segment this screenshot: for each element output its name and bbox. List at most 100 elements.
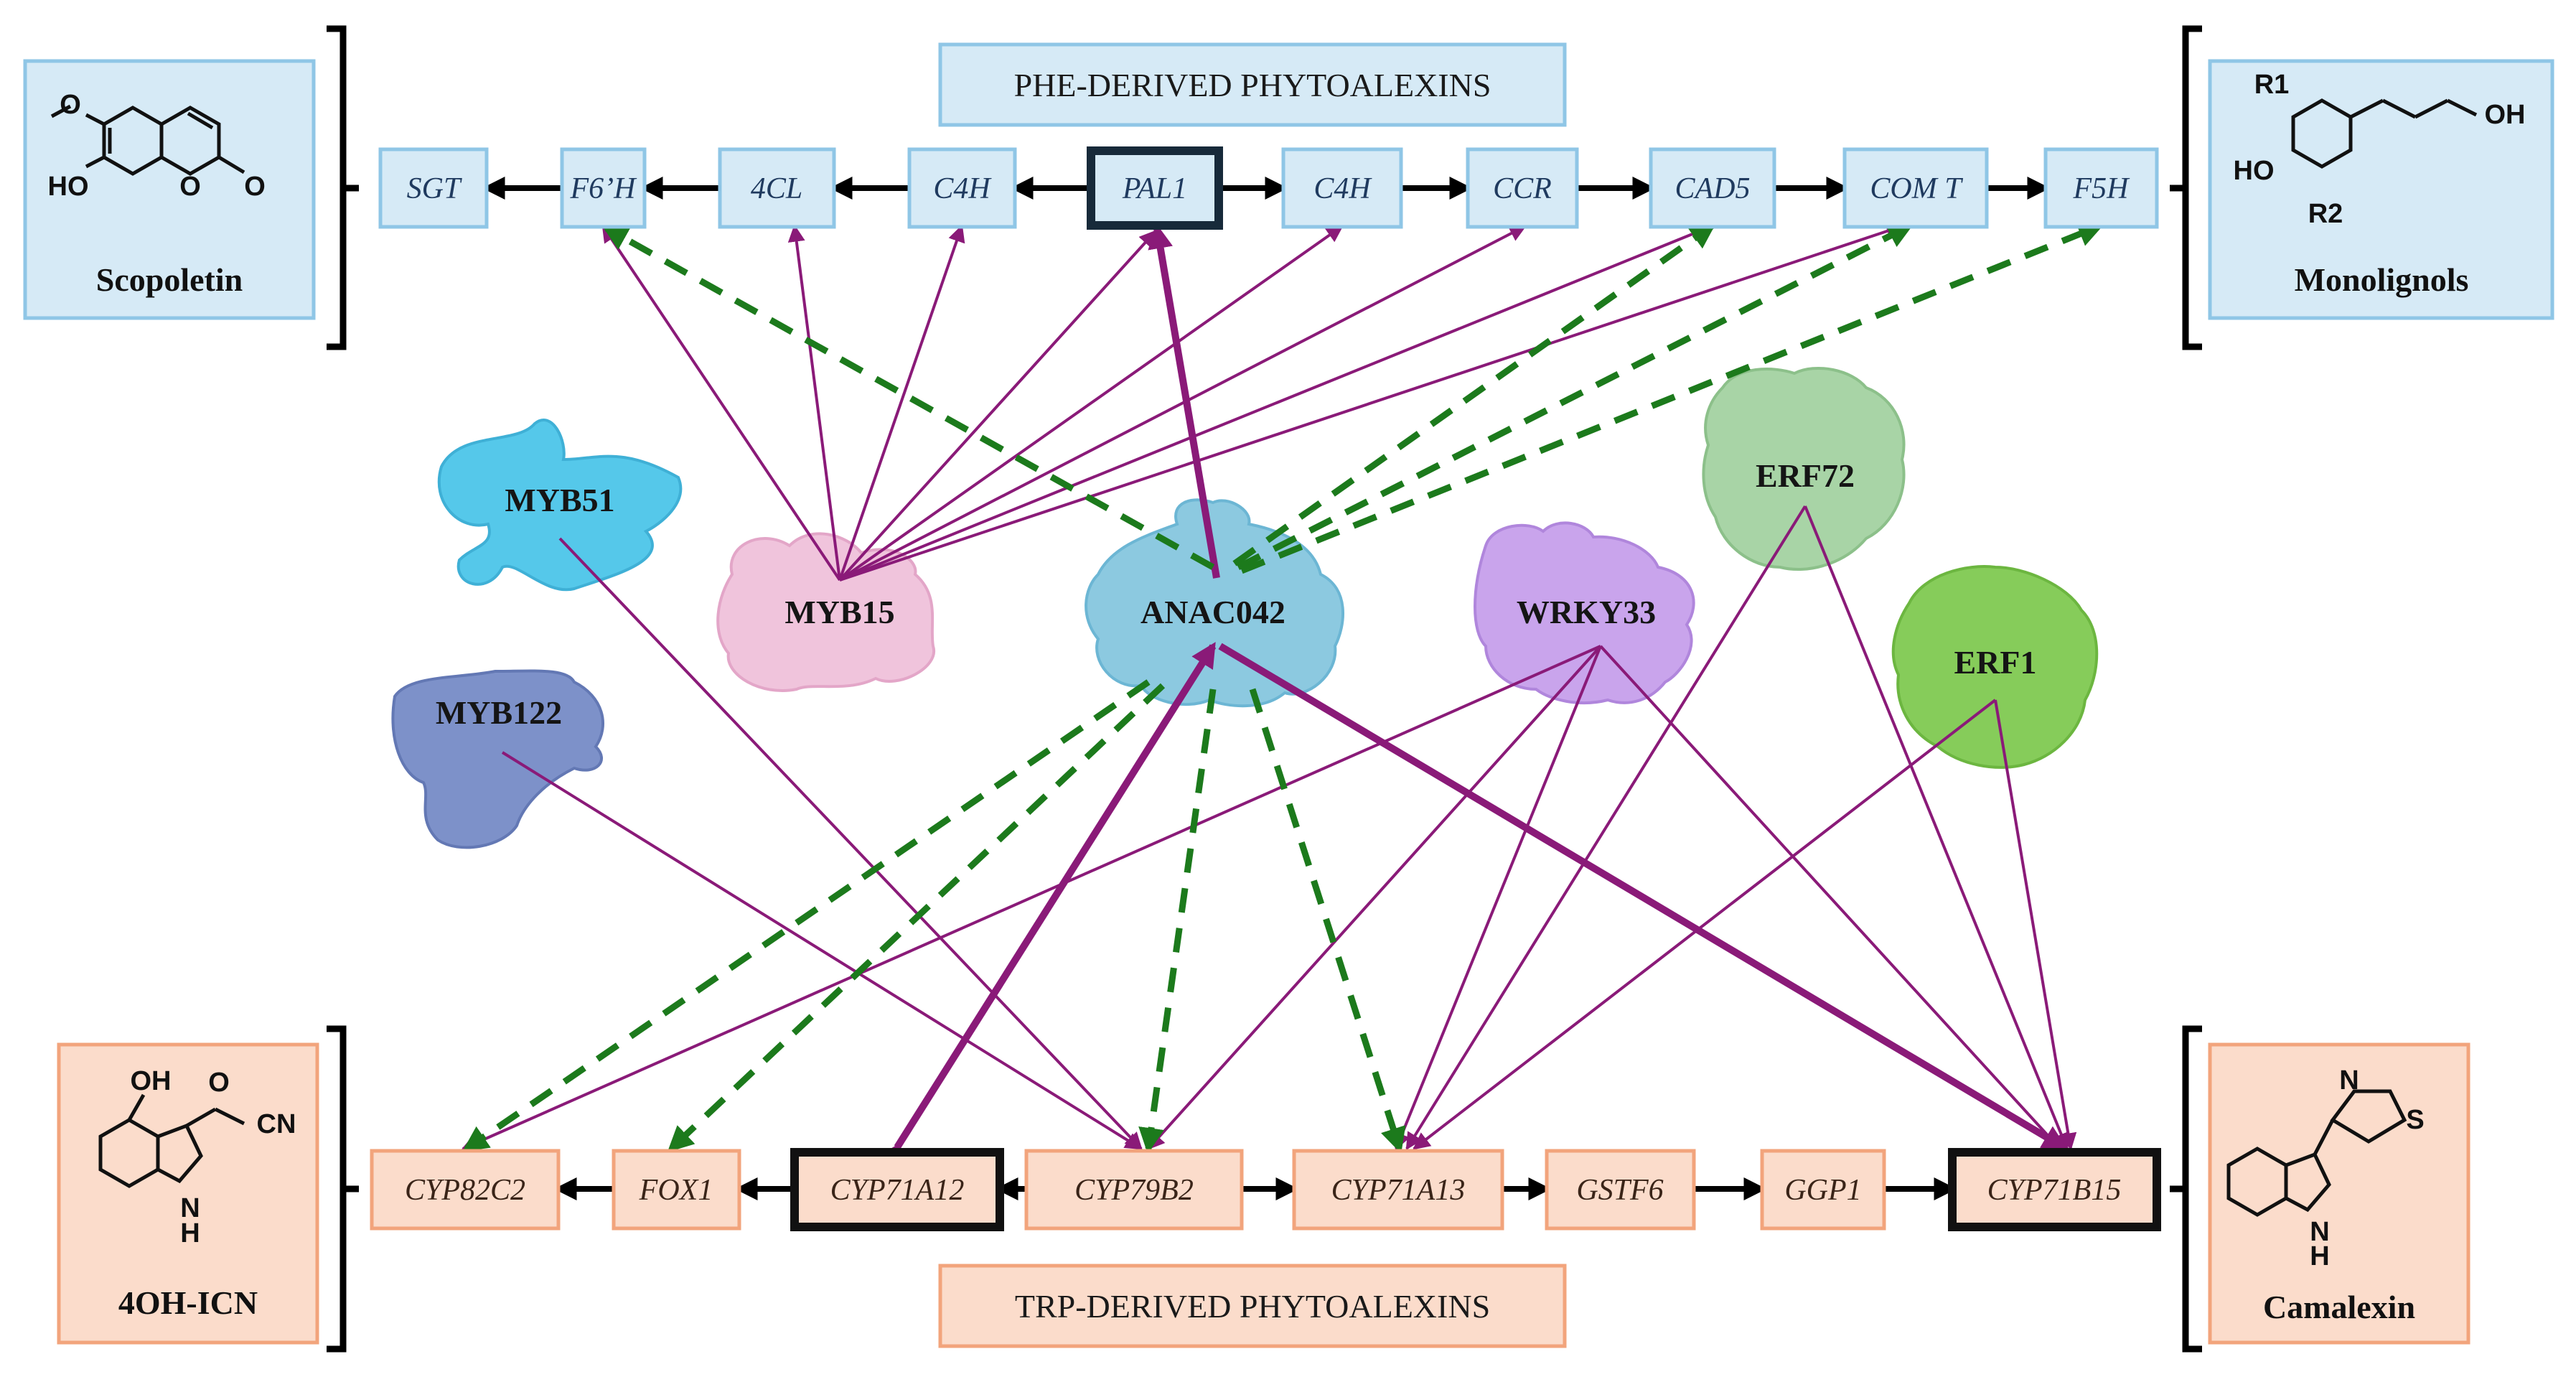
tf-myb51: MYB51: [437, 419, 683, 592]
edge-erf1-cyp71b15: [1994, 699, 2077, 1151]
dashed-anac042-fox1: [667, 683, 1166, 1152]
trp-gene-cyp71a12: CYP71A12: [790, 1148, 1004, 1231]
trp-gene-label-cyp71b15: CYP71B15: [1987, 1174, 2122, 1207]
bracket-scopoletin: [327, 25, 359, 350]
hydroxy-icn-label: 4OH-ICN: [118, 1284, 258, 1321]
camalexin-atom-s: S: [2406, 1105, 2424, 1135]
scopoletin-compound: O HO O O Scopoletin: [23, 59, 316, 320]
phe-gene-label-c4h-left: C4H: [933, 172, 992, 205]
edge-myb15-pal1: [838, 230, 1157, 582]
thick-activation-edges: [876, 223, 2069, 1172]
tf-label-erf1: ERF1: [1954, 644, 2037, 681]
tf-label-myb51: MYB51: [505, 482, 614, 518]
trp-gene-gstf6: GSTF6: [1545, 1149, 1696, 1231]
trp-gene-fox1: FOX1: [612, 1149, 741, 1231]
bracket-monolignols: [2170, 25, 2202, 350]
tf-erf1: ERF1: [1891, 565, 2099, 769]
dashed-anac042-cyp71a13: [1249, 688, 1406, 1154]
phe-gene-comt: COM T: [1842, 147, 1989, 229]
bracket-camalexin: [2170, 1025, 2202, 1353]
edge-erf72-cyp71a13: [1405, 505, 1807, 1151]
phe-title-box: PHE-DERIVED PHYTOALEXINS: [938, 42, 1567, 127]
phe-gene-c4h-right: C4H: [1281, 147, 1403, 229]
dashed-anac042-comt: [1236, 223, 1914, 571]
phe-gene-label-c4h-right: C4H: [1313, 172, 1372, 205]
phe-gene-label-comt: COM T: [1870, 172, 1963, 205]
edge-wrky33-cyp71b15: [1599, 645, 2061, 1150]
trp-gene-cyp71b15: CYP71B15: [1948, 1148, 2161, 1231]
camalexin-atom-n-indole: N: [2310, 1217, 2329, 1247]
phe-gene-label-ccr: CCR: [1493, 172, 1552, 205]
scopoletin-atom-keto-o: O: [244, 172, 266, 202]
edge-myb15-4cl: [787, 224, 841, 581]
trp-gene-cyp71a13: CYP71A13: [1292, 1149, 1504, 1231]
phe-gene-label-4cl: 4CL: [751, 172, 802, 205]
phe-gene-ccr: CCR: [1466, 147, 1579, 229]
tf-myb122: MYB122: [391, 669, 604, 849]
hydroxy-icn-compound: OH O CN N H 4OH-ICN: [57, 1042, 319, 1345]
dashed-anac042-f5h: [1240, 222, 2104, 574]
camalexin-label: Camalexin: [2263, 1289, 2415, 1325]
monolignols-atom-ho: HO: [2234, 156, 2275, 186]
bracket-4oh-icn: [327, 1025, 359, 1353]
tf-label-myb15: MYB15: [784, 594, 894, 630]
edge-myb15-comt: [839, 223, 1904, 582]
tf-label-anac042: ANAC042: [1141, 594, 1285, 630]
hydroxy-icn-atom-h: H: [180, 1218, 200, 1248]
phe-gene-label-pal1: PAL1: [1122, 172, 1187, 205]
phe-gene-label-f6h: F6’H: [570, 172, 638, 205]
edge-myb15-c4h-right: [838, 225, 1344, 582]
dashed-anac042-cyp79b2: [1138, 688, 1217, 1154]
hydroxy-icn-atom-oh: OH: [131, 1066, 172, 1096]
trp-gene-cyp79b2: CYP79B2: [1024, 1149, 1244, 1231]
scopoletin-atom-o: O: [60, 90, 81, 120]
edge-anac042-pal1: [1148, 223, 1220, 579]
trp-gene-cyp82c2: CYP82C2: [370, 1149, 561, 1231]
tf-erf72: ERF72: [1702, 367, 1906, 571]
trp-gene-label-cyp71a13: CYP71A13: [1331, 1174, 1466, 1207]
camalexin-atom-n-thiazole: N: [2339, 1065, 2359, 1096]
trp-title-box: TRP-DERIVED PHYTOALEXINS: [938, 1264, 1567, 1348]
dashed-regulation-edges: [462, 222, 2104, 1154]
edge-wrky33-cyp79b2: [1147, 645, 1602, 1150]
phe-gene-label-sgt: SGT: [407, 172, 462, 205]
monolignols-atom-oh: OH: [2485, 100, 2526, 130]
phe-gene-c4h-left: C4H: [907, 147, 1017, 229]
dashed-anac042-cyp82c2: [462, 679, 1151, 1152]
monolignols-compound: R1 HO R2 OH Monolignols: [2208, 59, 2554, 320]
phe-gene-label-cad5: CAD5: [1675, 172, 1751, 205]
edge-myb15-c4h-left: [838, 224, 965, 581]
tf-label-myb122: MYB122: [436, 694, 562, 731]
edge-erf72-cyp71b15: [1804, 505, 2069, 1151]
edge-cyp71a12-anac042: [876, 642, 1217, 1172]
trp-title: TRP-DERIVED PHYTOALEXINS: [1015, 1288, 1490, 1325]
phe-gene-f6h: F6’H: [560, 147, 647, 229]
edge-wrky33-cyp82c2: [461, 645, 1601, 1151]
edge-wrky33-cyp71a13-a: [1394, 645, 1602, 1151]
phe-gene-sgt: SGT: [378, 147, 489, 229]
trp-gene-label-cyp82c2: CYP82C2: [405, 1174, 525, 1207]
trp-gene-label-gstf6: GSTF6: [1576, 1174, 1663, 1207]
phe-gene-4cl: 4CL: [718, 147, 836, 229]
hydroxy-icn-atom-cn: CN: [257, 1109, 296, 1139]
camalexin-atom-h: H: [2310, 1241, 2329, 1271]
trp-gene-label-ggp1: GGP1: [1784, 1174, 1861, 1207]
hydroxy-icn-atom-n: N: [180, 1193, 200, 1223]
phe-gene-cad5: CAD5: [1649, 147, 1776, 229]
edge-erf1-cyp71a13: [1413, 699, 1997, 1150]
monolignols-label: Monolignols: [2295, 261, 2469, 298]
edge-myb15-cad5: [839, 224, 1714, 582]
camalexin-compound: N S N H Camalexin: [2208, 1042, 2470, 1345]
phe-gene-pal1: PAL1: [1087, 146, 1223, 230]
trp-gene-label-fox1: FOX1: [639, 1174, 713, 1207]
tf-anac042: ANAC042: [1085, 498, 1345, 708]
phe-gene-label-f5h: F5H: [2073, 172, 2131, 205]
edge-myb15-ccr: [839, 225, 1527, 582]
phe-gene-f5h: F5H: [2043, 147, 2159, 229]
tf-label-erf72: ERF72: [1756, 457, 1855, 494]
trp-gene-ggp1: GGP1: [1760, 1149, 1886, 1231]
edge-myb15-f6h: [601, 225, 841, 582]
edge-anac042-cyp71b15: [1218, 643, 2069, 1151]
trp-gene-label-cyp79b2: CYP79B2: [1074, 1174, 1194, 1207]
